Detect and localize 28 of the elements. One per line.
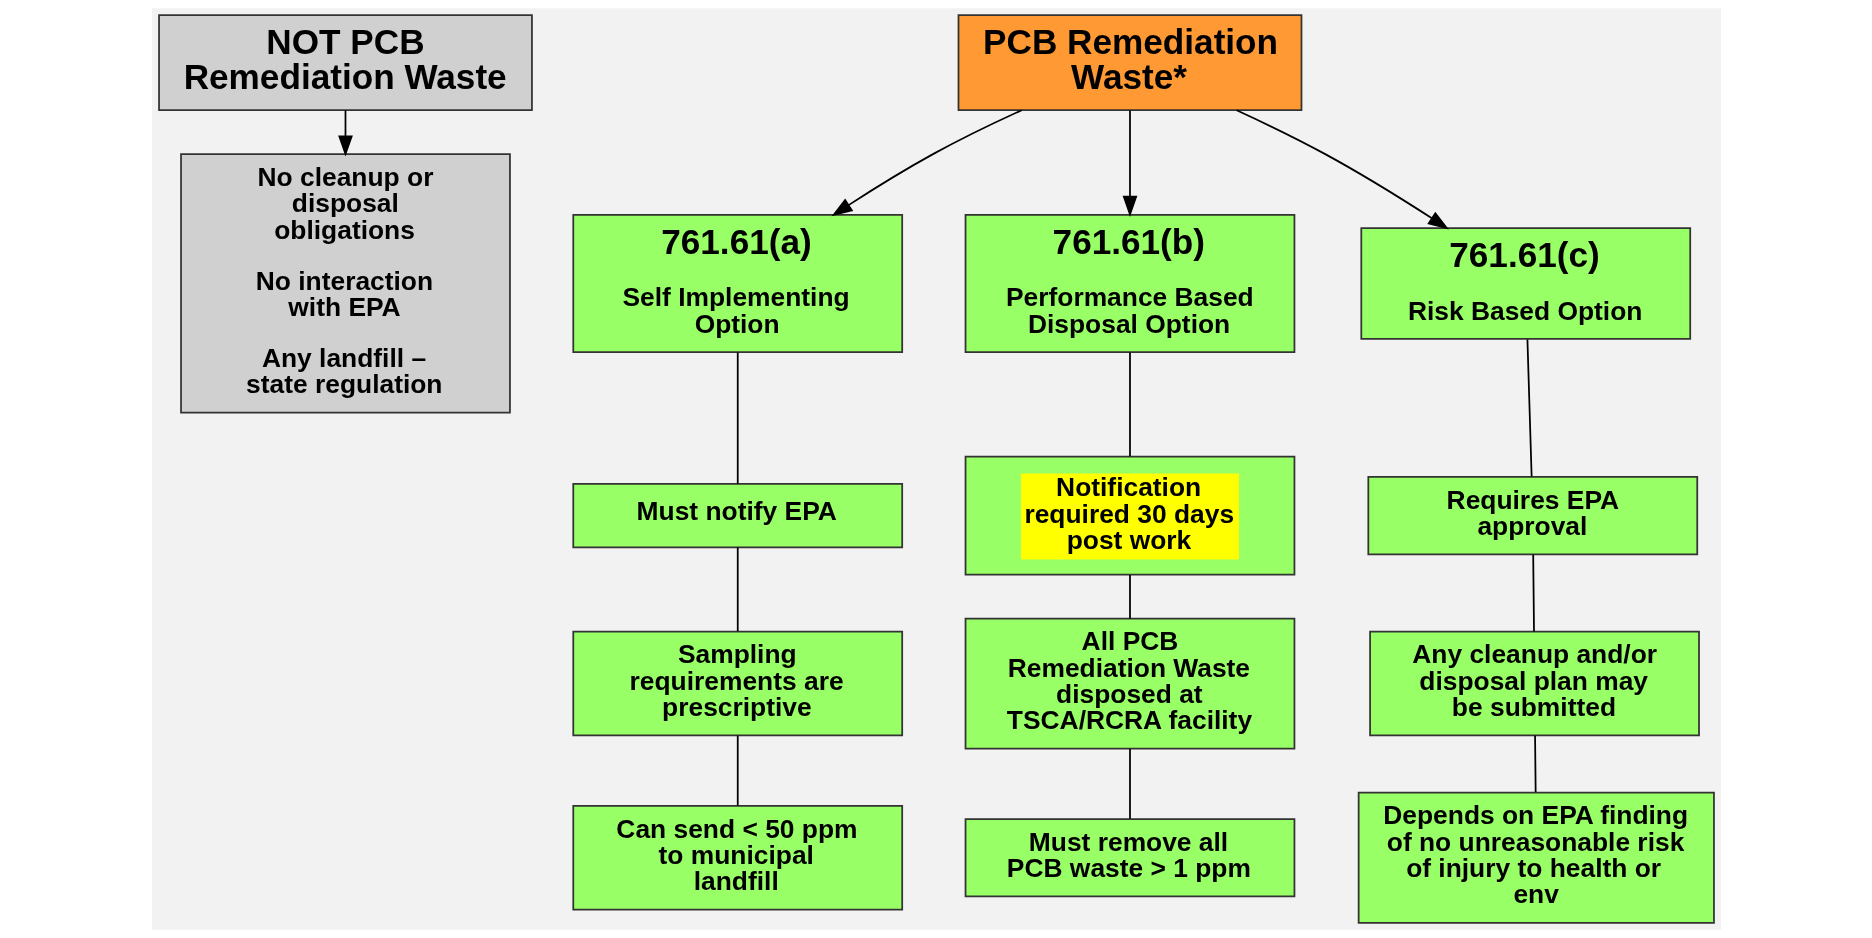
connector bbox=[736, 546, 739, 633]
arrow bbox=[831, 109, 1023, 217]
connector bbox=[1533, 734, 1537, 793]
node-box: All PCB Remediation Waste disposed at TSCA/RCRA facility bbox=[964, 617, 1295, 750]
connector bbox=[1128, 748, 1131, 820]
connector bbox=[736, 734, 739, 807]
connector bbox=[1531, 553, 1535, 633]
node-box: PCB Remediation Waste* bbox=[957, 14, 1302, 112]
arrow bbox=[1122, 109, 1137, 217]
node-box: Can send < 50 ppm to municipal landfill bbox=[571, 804, 903, 911]
node-box: 761.61(a) Self Implementing Option bbox=[571, 213, 903, 353]
connector bbox=[1128, 574, 1131, 620]
node-box: Must notify EPA bbox=[571, 483, 903, 549]
node-box: Depends on EPA finding of no unreasonable risk of injury to health or env bbox=[1357, 791, 1715, 924]
node-box: Any cleanup and/or disposal plan may be submitted bbox=[1368, 630, 1700, 737]
node-box: 761.61(b) Performance Based Disposal Option bbox=[964, 213, 1295, 353]
arrow bbox=[337, 109, 353, 157]
connector bbox=[736, 351, 739, 485]
node-box: Requires EPA approval bbox=[1366, 476, 1698, 556]
arrow bbox=[1235, 109, 1449, 230]
connector bbox=[1128, 351, 1131, 458]
node-box: No cleanup or disposal obligations No interaction with EPA Any landfill – state regulation bbox=[179, 153, 511, 414]
connector bbox=[1526, 338, 1533, 478]
node-box: Must remove all PCB waste > 1 ppm bbox=[964, 818, 1295, 898]
node-box: Notification required 30 days post work bbox=[964, 455, 1295, 576]
node-box: 761.61(c) Risk Based Option bbox=[1359, 227, 1691, 340]
node-box: NOT PCB Remediation Waste bbox=[157, 14, 533, 112]
node-box: Sampling requirements are prescriptive bbox=[571, 630, 903, 737]
